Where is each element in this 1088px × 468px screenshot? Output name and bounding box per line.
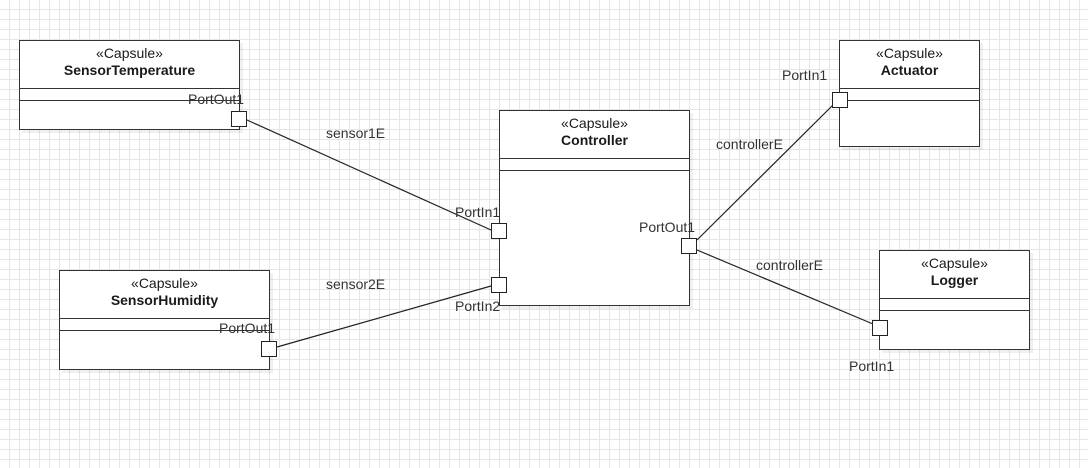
port-label: PortOut1 xyxy=(219,320,276,336)
port-label: PortIn2 xyxy=(455,298,501,314)
capsule-controller[interactable]: «Capsule» Controller xyxy=(499,110,690,306)
compartment-divider xyxy=(880,298,1029,299)
capsule-name: Actuator xyxy=(880,62,939,78)
compartment-divider xyxy=(840,88,979,89)
connector-sensor1e[interactable] xyxy=(246,119,492,231)
connector-controllere-logger[interactable] xyxy=(696,249,874,325)
capsule-header: «Capsule» Controller xyxy=(500,111,689,149)
compartment-divider xyxy=(20,88,239,89)
port-controller-in2[interactable] xyxy=(491,277,507,293)
capsule-header: «Capsule» SensorHumidity xyxy=(60,271,269,309)
compartment-divider xyxy=(60,330,269,331)
capsule-sensor-humidity[interactable]: «Capsule» SensorHumidity xyxy=(59,270,270,370)
port-label: PortIn1 xyxy=(455,204,501,220)
capsule-stereotype: «Capsule» xyxy=(561,115,628,131)
capsule-logger[interactable]: «Capsule» Logger xyxy=(879,250,1030,350)
connector-controllere-actuator[interactable] xyxy=(696,104,834,241)
port-controller-in1[interactable] xyxy=(491,223,507,239)
capsule-stereotype: «Capsule» xyxy=(876,45,943,61)
capsule-sensor-temperature[interactable]: «Capsule» SensorTemperature xyxy=(19,40,240,130)
capsule-stereotype: «Capsule» xyxy=(131,275,198,291)
port-label: PortOut1 xyxy=(639,219,696,235)
connector-label: controllerE xyxy=(756,257,823,273)
compartment-divider xyxy=(840,100,979,101)
compartment-divider xyxy=(20,100,239,101)
port-logger-in1[interactable] xyxy=(872,320,888,336)
port-actuator-in1[interactable] xyxy=(832,92,848,108)
capsule-stereotype: «Capsule» xyxy=(96,45,163,61)
capsule-name: SensorHumidity xyxy=(110,292,219,308)
compartment-divider xyxy=(60,318,269,319)
connector-label: controllerE xyxy=(716,136,783,152)
capsule-header: «Capsule» Actuator xyxy=(840,41,979,79)
compartment-divider xyxy=(500,158,689,159)
connector-label: sensor2E xyxy=(326,276,386,292)
capsule-name: SensorTemperature xyxy=(63,62,196,78)
connector-sensor2e[interactable] xyxy=(276,285,492,348)
port-label: PortIn1 xyxy=(782,67,828,83)
capsule-name: Logger xyxy=(930,272,979,288)
capsule-name: Controller xyxy=(561,132,628,148)
port-sensor-humidity-out1[interactable] xyxy=(261,341,277,357)
capsule-actuator[interactable]: «Capsule» Actuator xyxy=(839,40,980,147)
connector-label: sensor1E xyxy=(326,125,386,141)
port-label: PortOut1 xyxy=(188,91,245,107)
capsule-header: «Capsule» Logger xyxy=(880,251,1029,289)
compartment-divider xyxy=(500,170,689,171)
port-label: PortIn1 xyxy=(849,358,895,374)
capsule-header: «Capsule» SensorTemperature xyxy=(20,41,239,79)
compartment-divider xyxy=(880,310,1029,311)
port-controller-out1[interactable] xyxy=(681,238,697,254)
capsule-stereotype: «Capsule» xyxy=(921,255,988,271)
port-sensor-temperature-out1[interactable] xyxy=(231,111,247,127)
